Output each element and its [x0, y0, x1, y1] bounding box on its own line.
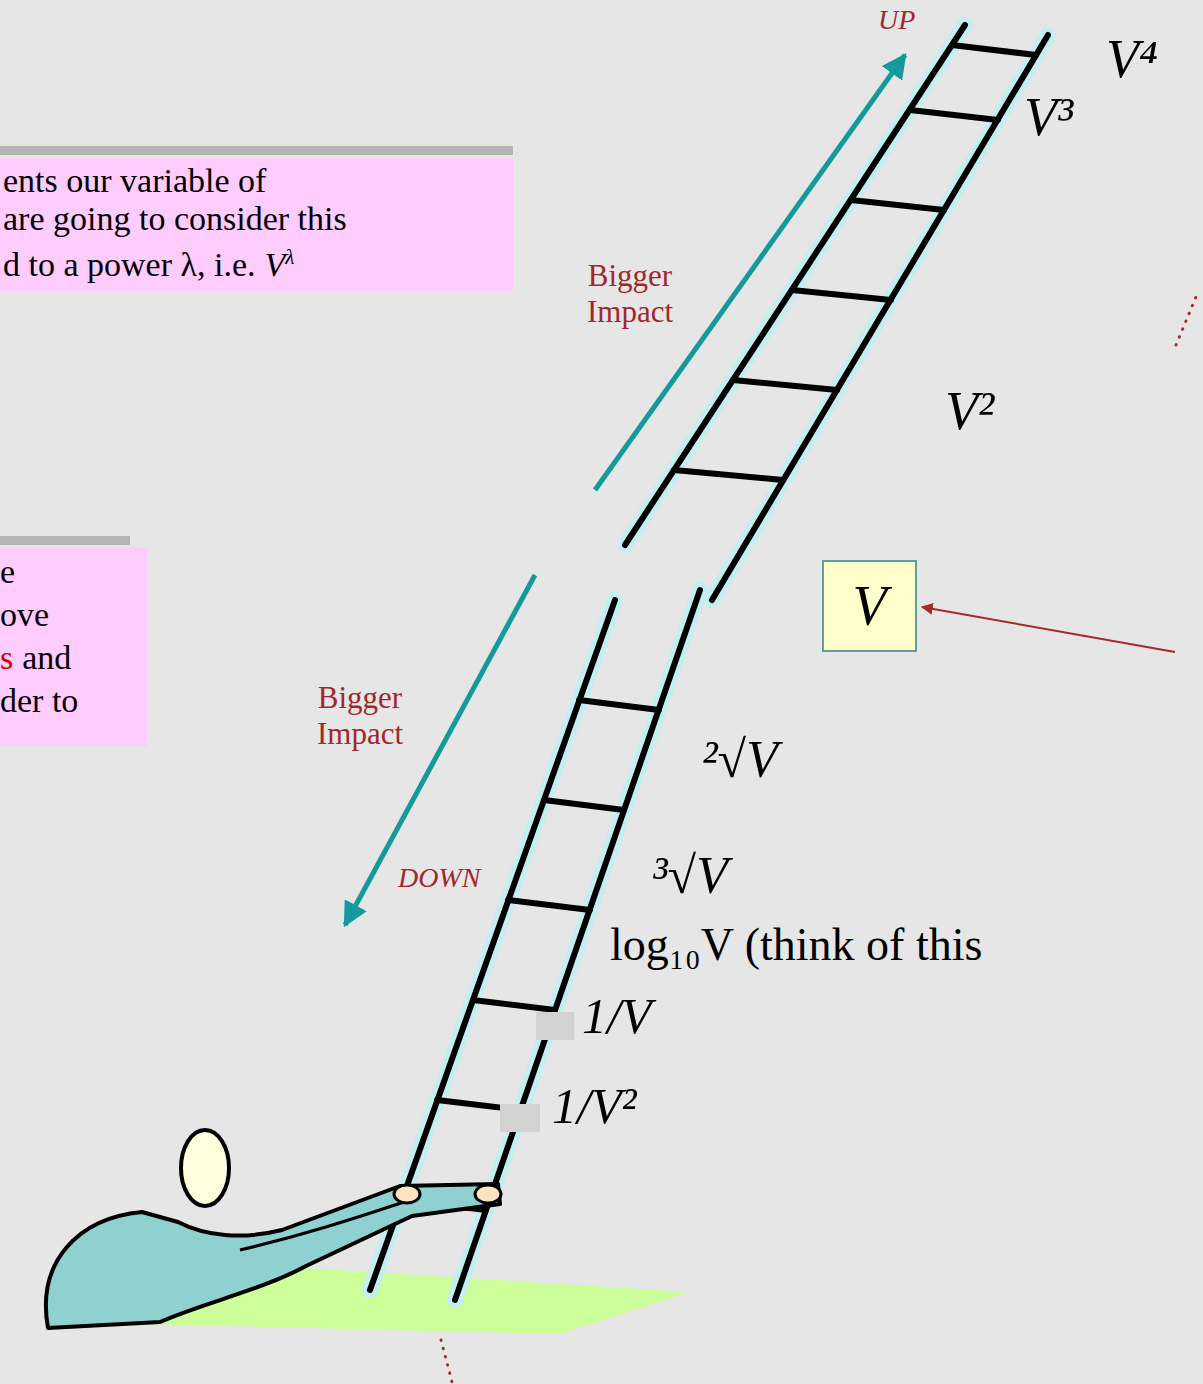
note-bar	[0, 146, 513, 155]
direction-label: UP	[878, 4, 915, 36]
text-line: V	[852, 575, 886, 637]
text-line: d to a power λ, i.e.Vλ	[3, 238, 507, 284]
text-line: der to	[0, 679, 141, 722]
impact-label: Bigger Impact	[562, 258, 698, 330]
continuation-dots	[441, 1340, 452, 1382]
box-text: ents our variable of	[3, 162, 266, 199]
box-text: ove	[0, 596, 49, 633]
root-label: ²√V	[702, 730, 778, 790]
box-text: d to a power λ, i.e.	[3, 246, 256, 283]
box-text: are going to consider this	[3, 200, 347, 237]
text-line: ents our variable of	[3, 162, 507, 200]
smudge	[536, 1012, 574, 1040]
text-line: e	[0, 550, 141, 593]
power-label: V²	[945, 380, 994, 442]
pointer-line	[922, 607, 1175, 652]
box-text: λ	[285, 245, 294, 269]
text-line: are going to consider this	[3, 200, 507, 238]
note-box: ents our variable ofare going to conside…	[0, 158, 513, 291]
reciprocal-label: 1/V²	[552, 1078, 636, 1135]
direction-label: DOWN	[398, 862, 480, 894]
continuation-dots	[1176, 292, 1198, 345]
reciprocal-label: 1/V	[582, 988, 651, 1045]
box-text: e	[0, 553, 15, 590]
power-label: V³	[1024, 86, 1073, 148]
smudge	[500, 1104, 540, 1132]
box-text: V	[852, 575, 886, 637]
text-line: sand	[0, 636, 141, 679]
impact-label: Bigger Impact	[292, 680, 428, 752]
log-label: log₁₀V (think of this	[610, 918, 982, 971]
box-text: s	[0, 639, 13, 676]
note-box: eovesandder to	[0, 548, 147, 746]
box-text: and	[22, 639, 71, 676]
box-text: V	[265, 246, 286, 283]
text-line: ove	[0, 593, 141, 636]
man-figure	[46, 1130, 501, 1328]
note-bar	[0, 536, 130, 545]
variable-box: V	[822, 560, 917, 652]
power-label: V⁴	[1106, 28, 1158, 90]
box-text: der to	[0, 682, 78, 719]
root-label: ³√V	[652, 846, 728, 906]
